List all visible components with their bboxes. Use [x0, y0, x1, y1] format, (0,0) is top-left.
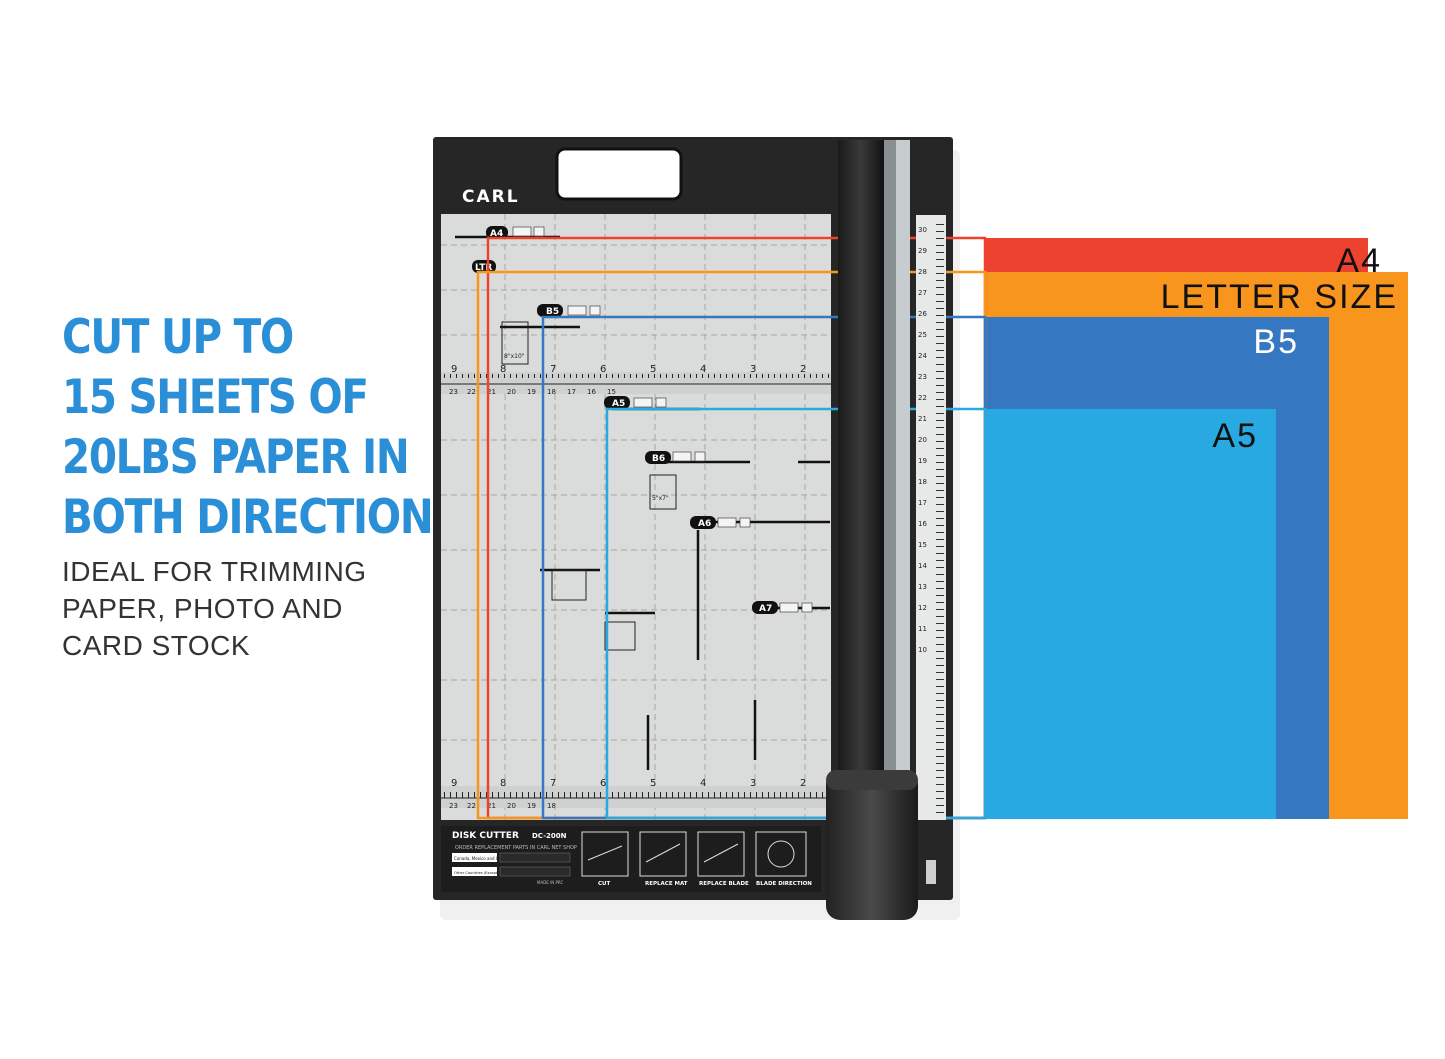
svg-text:22: 22: [467, 802, 476, 810]
svg-text:15: 15: [918, 541, 927, 549]
svg-text:10: 10: [918, 646, 927, 654]
svg-text:3: 3: [750, 364, 756, 375]
headline-line-1: CUT UP TO: [62, 310, 294, 365]
svg-text:14: 14: [918, 562, 927, 570]
footer-region-1: Canada, Mexico and USA: [454, 856, 504, 861]
cutter-head: [826, 770, 918, 920]
svg-text:23: 23: [918, 373, 927, 381]
footer-name: DISK CUTTER: [452, 831, 519, 841]
svg-text:13: 13: [918, 583, 927, 591]
svg-text:2: 2: [800, 778, 806, 789]
svg-text:24: 24: [918, 352, 927, 360]
svg-text:5: 5: [650, 364, 656, 375]
footer-made-in: MADE IN PRC: [537, 880, 564, 885]
sheet-a5-label: A5: [1212, 417, 1258, 455]
footer-label-replace-mat: REPLACE MAT: [645, 881, 688, 887]
tag-b6: B6: [652, 454, 665, 464]
svg-text:21: 21: [487, 388, 496, 396]
tag-ltr: LTR: [475, 263, 492, 273]
svg-text:19: 19: [918, 457, 927, 465]
cutter-handle: [555, 147, 683, 201]
svg-text:6: 6: [600, 364, 606, 375]
tag-b5: B5: [546, 307, 559, 317]
sheet-b5-label: B5: [1253, 323, 1299, 361]
subtext-line-3: CARD STOCK: [62, 630, 251, 661]
sheet-a5: A5: [986, 409, 1276, 819]
tag-a4: A4: [490, 229, 503, 239]
svg-text:2: 2: [800, 364, 806, 375]
photo-tag-1: 8"x10": [504, 353, 525, 360]
sheet-letter-label: LETTER SIZE: [1160, 278, 1398, 316]
svg-text:6: 6: [600, 778, 606, 789]
subtext-line-2: PAPER, PHOTO AND: [62, 593, 343, 624]
svg-text:17: 17: [918, 499, 927, 507]
svg-text:20: 20: [507, 388, 516, 396]
footer-label-blade-direction: BLADE DIRECTION: [756, 881, 812, 887]
cutting-mat: [441, 214, 831, 820]
svg-text:7: 7: [550, 778, 556, 789]
outline-a5: [605, 407, 987, 820]
tag-a7: A7: [759, 604, 772, 614]
svg-text:12: 12: [918, 604, 927, 612]
svg-text:4: 4: [700, 364, 706, 375]
svg-text:28: 28: [918, 268, 927, 276]
svg-text:20: 20: [918, 436, 927, 444]
cutter-rail: [838, 140, 884, 830]
photo-tag-2: 5"x7": [652, 495, 669, 502]
svg-text:25: 25: [918, 331, 927, 339]
footer-order: ORDER REPLACEMENT PARTS IN CARL NET SHOP: [455, 845, 577, 851]
footer-region-2: Other Countries (Except Japan): [454, 871, 510, 875]
svg-text:5: 5: [650, 778, 656, 789]
tag-a5: A5: [612, 399, 625, 409]
svg-text:8: 8: [500, 778, 506, 789]
svg-text:17: 17: [567, 388, 576, 396]
tag-a6: A6: [698, 519, 711, 529]
svg-text:16: 16: [587, 388, 596, 396]
svg-text:8: 8: [500, 364, 506, 375]
svg-text:7: 7: [550, 364, 556, 375]
svg-text:27: 27: [918, 289, 927, 297]
svg-text:19: 19: [527, 802, 536, 810]
svg-text:18: 18: [547, 388, 556, 396]
svg-text:26: 26: [918, 310, 927, 318]
svg-text:20: 20: [507, 802, 516, 810]
svg-text:3: 3: [750, 778, 756, 789]
headline-line-2: 15 SHEETS OF: [62, 370, 369, 425]
svg-text:9: 9: [451, 778, 457, 789]
brand-logo: CARL: [462, 187, 520, 207]
svg-text:11: 11: [918, 625, 927, 633]
svg-text:30: 30: [918, 226, 927, 234]
footer-label-cut: CUT: [598, 881, 611, 887]
footer-label-replace-blade: REPLACE BLADE: [699, 881, 749, 887]
subtext: IDEAL FOR TRIMMING PAPER, PHOTO AND CARD…: [62, 553, 367, 664]
svg-text:23: 23: [449, 388, 458, 396]
svg-text:9: 9: [451, 364, 457, 375]
svg-text:21: 21: [918, 415, 927, 423]
svg-text:21: 21: [487, 802, 496, 810]
svg-text:22: 22: [918, 394, 927, 402]
svg-text:15: 15: [607, 388, 616, 396]
svg-text:16: 16: [918, 520, 927, 528]
svg-text:22: 22: [467, 388, 476, 396]
svg-text:23: 23: [449, 802, 458, 810]
svg-text:29: 29: [918, 247, 927, 255]
subtext-line-1: IDEAL FOR TRIMMING: [62, 556, 367, 587]
svg-text:18: 18: [547, 802, 556, 810]
svg-text:18: 18: [918, 478, 927, 486]
svg-text:4: 4: [700, 778, 706, 789]
headline-line-3: 20LBS PAPER IN: [62, 430, 410, 485]
svg-text:19: 19: [527, 388, 536, 396]
footer-model: DC-200N: [532, 832, 567, 840]
